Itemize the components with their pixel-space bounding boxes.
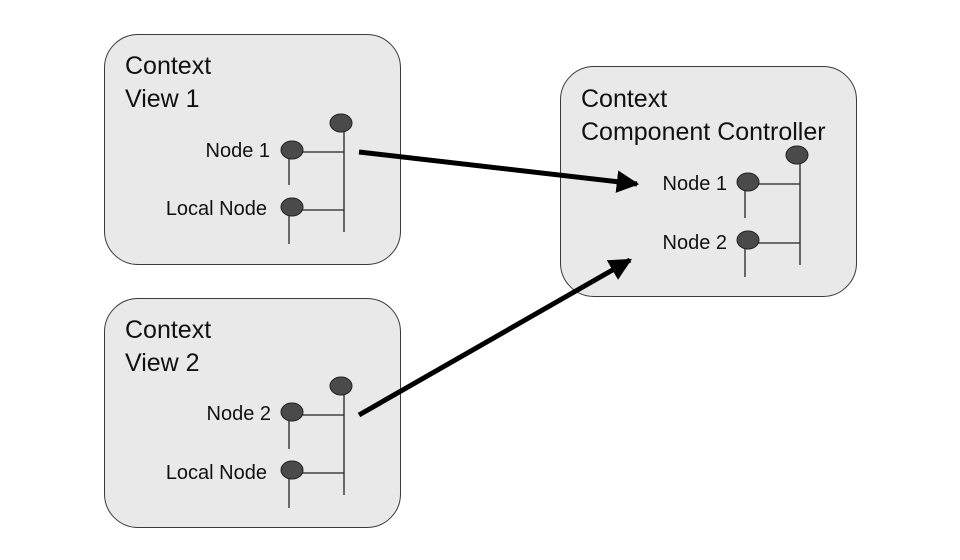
component-controller-title-line2: Component Controller [581, 118, 826, 146]
context-view-1-box [104, 34, 401, 265]
context-view-1-title-line1: Context [125, 52, 212, 80]
controller-node-1-label: Node 1 [662, 173, 728, 195]
view-1-node-label: Node 1 [205, 140, 271, 162]
controller-node-2-label: Node 2 [662, 232, 728, 254]
context-view-2-box [104, 298, 401, 528]
context-view-2-title-line2: View 2 [125, 349, 200, 377]
component-controller-title-line1: Context [581, 85, 668, 113]
context-view-2-title-line1: Context [125, 316, 212, 344]
context-view-1-title-line2: View 1 [125, 85, 200, 113]
view-2-local-node-label: Local Node [165, 462, 267, 484]
view-1-local-node-label: Local Node [165, 198, 267, 220]
view-2-node-label: Node 2 [206, 403, 272, 425]
